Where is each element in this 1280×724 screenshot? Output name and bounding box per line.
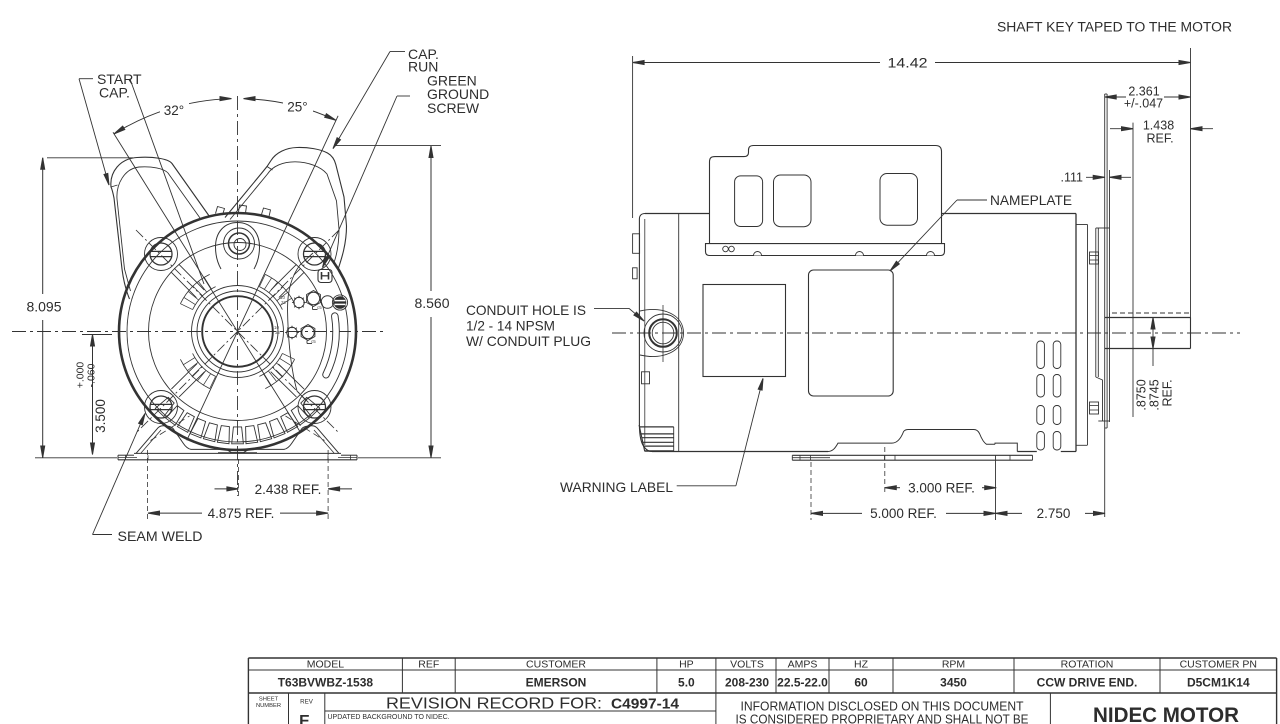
svg-text:NAMEPLATE: NAMEPLATE bbox=[990, 192, 1072, 208]
svg-text:AMPS: AMPS bbox=[788, 658, 818, 670]
svg-text:UPDATED BACKGROUND TO NIDEC.: UPDATED BACKGROUND TO NIDEC. bbox=[328, 714, 450, 721]
svg-text:c5: c5 bbox=[317, 305, 322, 310]
svg-text:CAP.: CAP. bbox=[99, 85, 130, 101]
svg-text:2.438 REF.: 2.438 REF. bbox=[255, 482, 322, 497]
svg-text:REF.: REF. bbox=[1161, 379, 1175, 406]
svg-text:REF: REF bbox=[418, 658, 439, 670]
svg-text:T63BVWBZ-1538: T63BVWBZ-1538 bbox=[278, 676, 374, 690]
svg-text:SCREW: SCREW bbox=[427, 100, 480, 116]
svg-text:NUMBER: NUMBER bbox=[256, 703, 281, 709]
svg-text:CAP.: CAP. bbox=[408, 46, 439, 62]
svg-text:CCW DRIVE END.: CCW DRIVE END. bbox=[1037, 676, 1138, 690]
svg-text:W/ CONDUIT PLUG: W/ CONDUIT PLUG bbox=[466, 333, 591, 349]
svg-text:2.361: 2.361 bbox=[1128, 85, 1159, 99]
svg-text:1/2 - 14 NPSM: 1/2 - 14 NPSM bbox=[466, 318, 555, 334]
svg-text:C4997-14: C4997-14 bbox=[611, 697, 679, 713]
svg-text:3.000 REF.: 3.000 REF. bbox=[908, 481, 975, 496]
svg-text:32: 32 bbox=[281, 300, 287, 305]
svg-text:RPM: RPM bbox=[942, 658, 965, 670]
svg-text:22.5-22.0: 22.5-22.0 bbox=[777, 676, 828, 690]
svg-text:D5CM1K14: D5CM1K14 bbox=[1187, 676, 1250, 690]
svg-text:14.42: 14.42 bbox=[888, 55, 928, 70]
svg-text:REF.: REF. bbox=[1146, 132, 1173, 146]
svg-text:INFORMATION DISCLOSED ON THIS: INFORMATION DISCLOSED ON THIS DOCUMENT bbox=[741, 699, 1024, 714]
svg-text:208-230: 208-230 bbox=[725, 676, 769, 690]
svg-text:8.095: 8.095 bbox=[26, 299, 61, 315]
svg-text:5.0: 5.0 bbox=[678, 676, 695, 690]
svg-text:ROTATION: ROTATION bbox=[1061, 658, 1114, 670]
svg-text:.8745: .8745 bbox=[1148, 379, 1162, 410]
svg-text:32°: 32° bbox=[164, 103, 184, 118]
svg-text:WARNING LABEL: WARNING LABEL bbox=[560, 479, 673, 495]
svg-text:SHAFT KEY TAPED TO THE MOTOR: SHAFT KEY TAPED TO THE MOTOR bbox=[997, 20, 1232, 35]
svg-text:GROUND: GROUND bbox=[427, 86, 489, 102]
svg-text:10: 10 bbox=[274, 325, 280, 330]
svg-text:+/-.047: +/-.047 bbox=[1124, 97, 1163, 111]
svg-text:REVISION RECORD FOR:: REVISION RECORD FOR: bbox=[386, 696, 602, 713]
svg-text:SHEET: SHEET bbox=[259, 697, 279, 703]
svg-text:4.875 REF.: 4.875 REF. bbox=[208, 506, 275, 521]
svg-text:HZ: HZ bbox=[854, 658, 869, 670]
svg-text:5.000 REF.: 5.000 REF. bbox=[870, 506, 937, 521]
svg-text:VOLTS: VOLTS bbox=[730, 658, 764, 670]
svg-text:3450: 3450 bbox=[940, 676, 967, 690]
svg-text:START: START bbox=[97, 71, 142, 87]
svg-text:NIDEC MOTOR: NIDEC MOTOR bbox=[1093, 703, 1239, 724]
svg-text:3.500: 3.500 bbox=[93, 399, 108, 433]
svg-text:2.750: 2.750 bbox=[1037, 506, 1071, 521]
svg-text:.8750: .8750 bbox=[1135, 379, 1149, 410]
svg-text:HP: HP bbox=[679, 658, 694, 670]
svg-text:IS CONSIDERED PROPRIETARY AND: IS CONSIDERED PROPRIETARY AND SHALL NOT … bbox=[736, 712, 1029, 724]
svg-text:10: 10 bbox=[280, 295, 286, 300]
svg-text:REV: REV bbox=[300, 699, 314, 706]
svg-text:+.000: +.000 bbox=[75, 362, 87, 389]
svg-text:.111: .111 bbox=[1061, 171, 1084, 185]
svg-text:CUSTOMER PN: CUSTOMER PN bbox=[1180, 658, 1257, 670]
svg-text:1.438: 1.438 bbox=[1143, 119, 1174, 133]
svg-text:8.560: 8.560 bbox=[414, 295, 449, 311]
svg-text:RUN: RUN bbox=[408, 59, 438, 75]
svg-text:MODEL: MODEL bbox=[307, 658, 345, 670]
svg-text:-.060: -.060 bbox=[86, 363, 98, 387]
svg-text:GREEN: GREEN bbox=[427, 73, 477, 89]
svg-text:EMERSON: EMERSON bbox=[526, 676, 587, 690]
svg-text:CONDUIT HOLE IS: CONDUIT HOLE IS bbox=[466, 302, 586, 318]
svg-text:25°: 25° bbox=[287, 100, 307, 115]
svg-text:CUSTOMER: CUSTOMER bbox=[526, 658, 586, 670]
svg-text:E: E bbox=[299, 713, 310, 724]
svg-text:32: 32 bbox=[275, 330, 281, 335]
svg-text:c5: c5 bbox=[311, 339, 316, 344]
svg-text:SEAM WELD: SEAM WELD bbox=[118, 528, 203, 544]
svg-text:60: 60 bbox=[854, 676, 868, 690]
